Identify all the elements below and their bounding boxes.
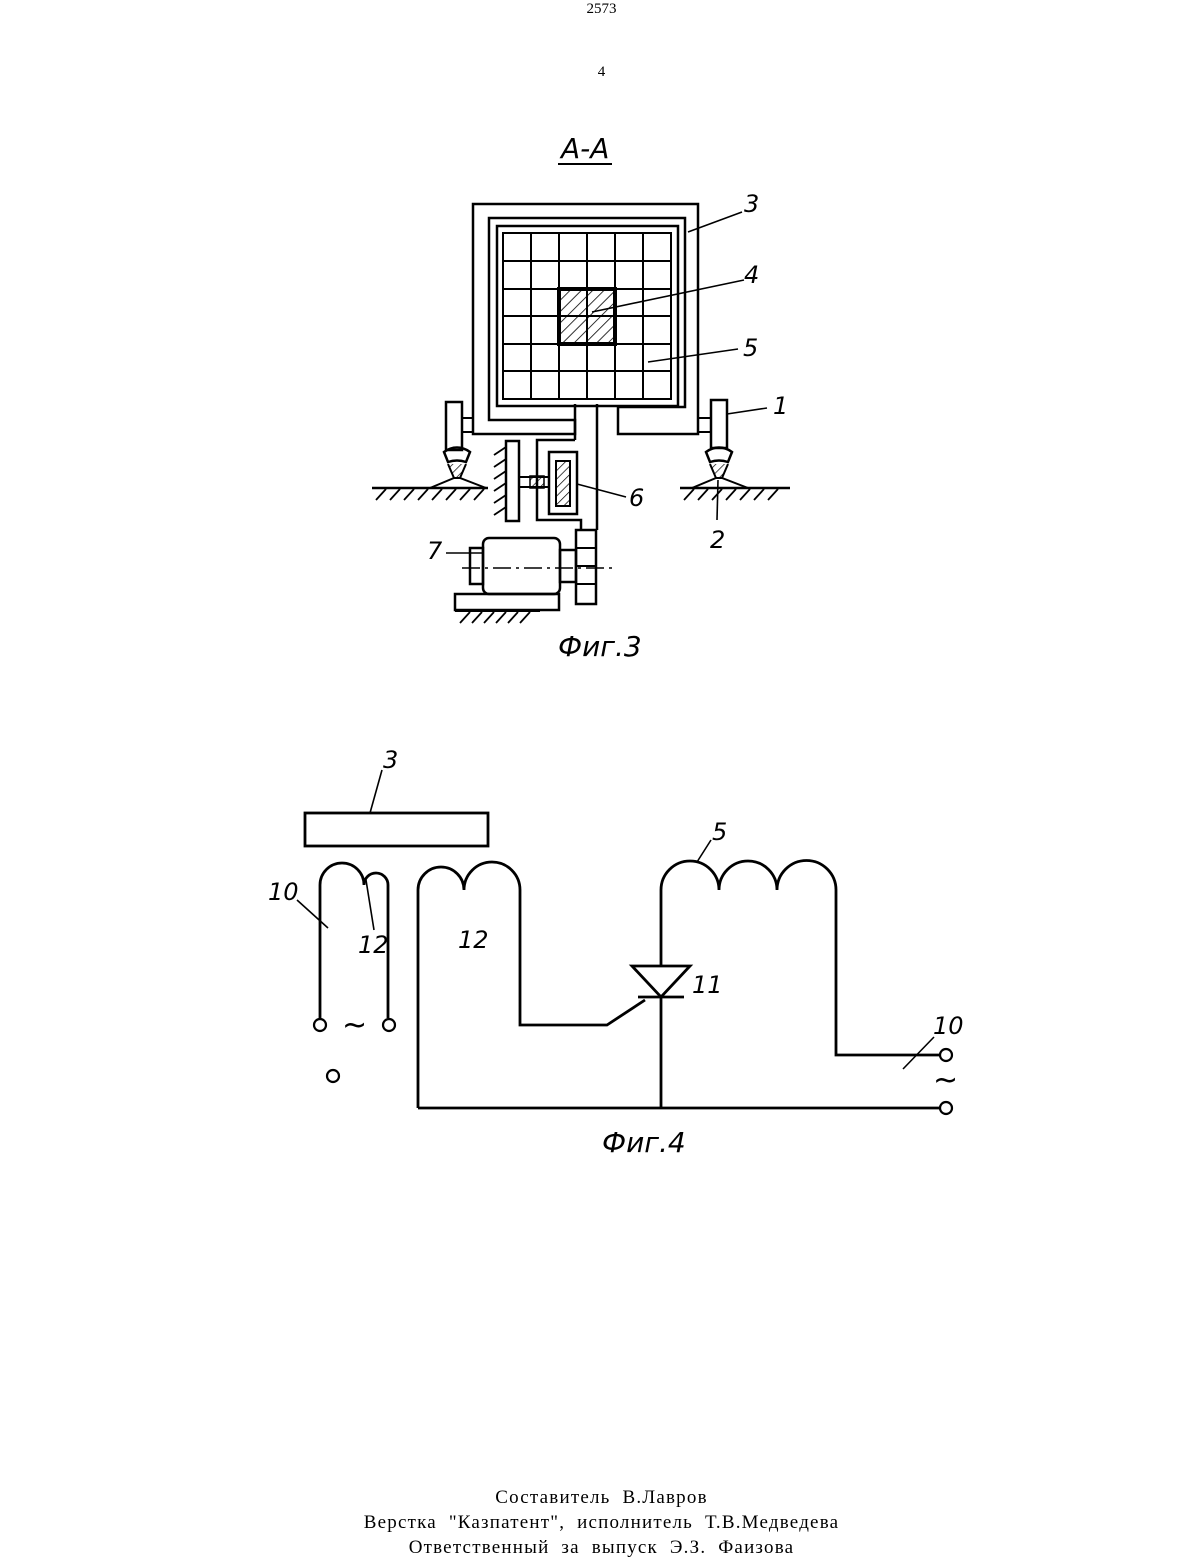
thyristor — [632, 966, 690, 997]
support-left — [446, 402, 462, 450]
motor-body — [483, 538, 560, 594]
support-right-foot — [706, 448, 732, 463]
terminal-right-1 — [940, 1049, 952, 1061]
guide-rail — [506, 441, 519, 521]
fig4-callout-3: 3 — [383, 746, 398, 774]
core-block — [305, 813, 488, 846]
fig4-caption: Фиг.4 — [602, 1126, 686, 1159]
fig3-caption: Фиг.3 — [558, 630, 642, 663]
terminal-right-2 — [940, 1102, 952, 1114]
fig3-callout-5: 5 — [743, 334, 758, 362]
terminal-left-1 — [314, 1019, 326, 1031]
fig4-callout-10-right: 10 — [933, 1012, 964, 1040]
fig4-callout-12-left: 12 — [358, 931, 389, 959]
clamp-inner — [556, 461, 570, 506]
fig3-callout-4: 4 — [744, 261, 759, 289]
heater-coil — [661, 861, 940, 1056]
coil-5-leader — [697, 840, 711, 862]
clamp-rod-hatch — [530, 476, 544, 488]
footer-responsible: Ответственный за выпуск Э.З. Фаизова — [0, 1536, 1203, 1560]
ground-right-hatch — [684, 489, 778, 500]
footer-layout: Верстка "Казпатент", исполнитель Т.В.Мед… — [0, 1511, 1203, 1535]
core-leader — [370, 770, 382, 813]
fig3-callout-3: 3 — [744, 190, 759, 218]
motor-coupling — [560, 550, 576, 582]
fig3-callout-6: 6 — [629, 484, 644, 512]
fig4-callout-12-right: 12 — [458, 926, 489, 954]
winding-10-left-leader — [297, 900, 328, 928]
ac-symbol-right: ~ — [933, 1063, 958, 1098]
support-right — [711, 400, 727, 448]
terminal-left-2 — [383, 1019, 395, 1031]
fig3-callout-7: 7 — [427, 537, 443, 565]
footer-compiler: Составитель В.Лавров — [0, 1486, 1203, 1510]
figure-4: 3 10 12 12 5 11 10 ~ ~ Фиг.4 — [268, 746, 964, 1159]
fig4-callout-11: 11 — [692, 971, 723, 999]
figure-3: А-А — [372, 132, 790, 663]
right-10-leader — [903, 1037, 934, 1069]
winding-12-left-leader — [366, 880, 374, 930]
motor-ground-hatch — [460, 612, 530, 623]
section-label: А-А — [559, 132, 609, 165]
secondary-winding — [418, 862, 645, 1108]
hatched-block — [559, 289, 615, 344]
fig3-callout-2: 2 — [710, 526, 725, 554]
fig3-callout-1: 1 — [773, 392, 788, 420]
fig4-callout-5: 5 — [712, 818, 727, 846]
fig4-callout-10-left: 10 — [268, 878, 299, 906]
motor-base — [455, 594, 559, 610]
guide-rail-hatch — [494, 447, 506, 515]
ground-left-hatch — [376, 489, 484, 500]
terminal-left-3 — [327, 1070, 339, 1082]
ac-symbol-left: ~ — [342, 1008, 367, 1043]
